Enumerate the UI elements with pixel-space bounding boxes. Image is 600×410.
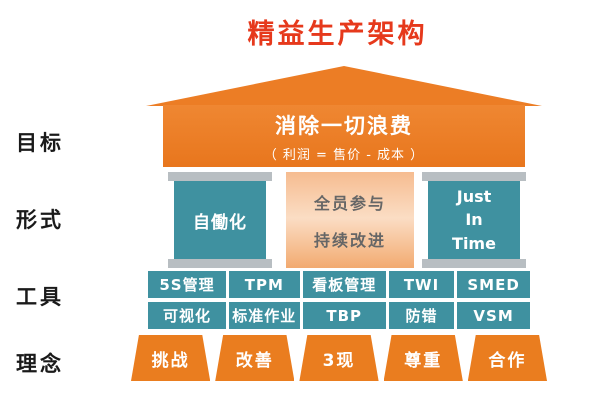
pillar-jit: Just In Time: [428, 181, 520, 259]
center-box-kaizen: 全员参与 持续改进: [286, 172, 414, 268]
tool-standard-work: 标准作业: [229, 302, 300, 329]
center-box-line1: 全员参与: [313, 193, 386, 213]
tools-grid: 5S管理 TPM 看板管理 TWI SMED 可视化 标准作业 TBP 防错 V…: [148, 271, 530, 333]
page-title: 精益生产架构: [247, 19, 428, 50]
center-box-line2: 持续改进: [313, 230, 386, 250]
principle-respect: 尊重: [383, 335, 463, 381]
roof-banner: 消除一切浪费 （ 利润 = 售价 - 成本 ）: [163, 105, 525, 167]
tool-visualization: 可视化: [148, 302, 227, 329]
pillar-jidoka: 自働化: [174, 181, 266, 259]
pillar-jit-line3: Time: [452, 233, 496, 253]
side-label-tools: 工具: [16, 285, 64, 309]
roof-heading: 消除一切浪费: [275, 113, 413, 138]
tool-tpm: TPM: [229, 271, 300, 298]
tool-poka-yoke: 防错: [388, 302, 455, 329]
principle-teamwork: 合作: [467, 335, 548, 381]
side-label-goal: 目标: [16, 131, 64, 155]
pillar-cap-bottom-left: [168, 259, 272, 268]
pillar-cap-bottom-right: [422, 259, 526, 268]
tools-row-2: 可视化 标准作业 TBP 防错 VSM: [148, 302, 530, 329]
tool-vsm: VSM: [457, 302, 530, 329]
tool-smed: SMED: [457, 271, 530, 298]
principles-row: 挑战 改善 3现 尊重 合作: [131, 335, 548, 381]
roof-triangle-shape: [146, 66, 542, 106]
roof-formula: （ 利润 = 售价 - 成本 ）: [263, 147, 425, 163]
pillar-jit-line1: Just: [456, 187, 492, 207]
side-label-form: 形式: [16, 208, 64, 232]
side-label-principles: 理念: [16, 352, 64, 376]
pillar-cap-top-left: [168, 172, 272, 181]
tool-5s: 5S管理: [148, 271, 227, 298]
pillar-jit-line2: In: [465, 210, 483, 230]
tool-kanban: 看板管理: [302, 271, 386, 298]
principle-challenge: 挑战: [131, 335, 211, 381]
principle-kaizen: 改善: [215, 335, 295, 381]
pillar-cap-top-right: [422, 172, 526, 181]
principle-genchi: 3现: [299, 335, 379, 381]
pillar-jidoka-label: 自働化: [193, 212, 247, 233]
tools-row-1: 5S管理 TPM 看板管理 TWI SMED: [148, 271, 530, 298]
tool-twi: TWI: [388, 271, 455, 298]
tool-tbp: TBP: [302, 302, 386, 329]
